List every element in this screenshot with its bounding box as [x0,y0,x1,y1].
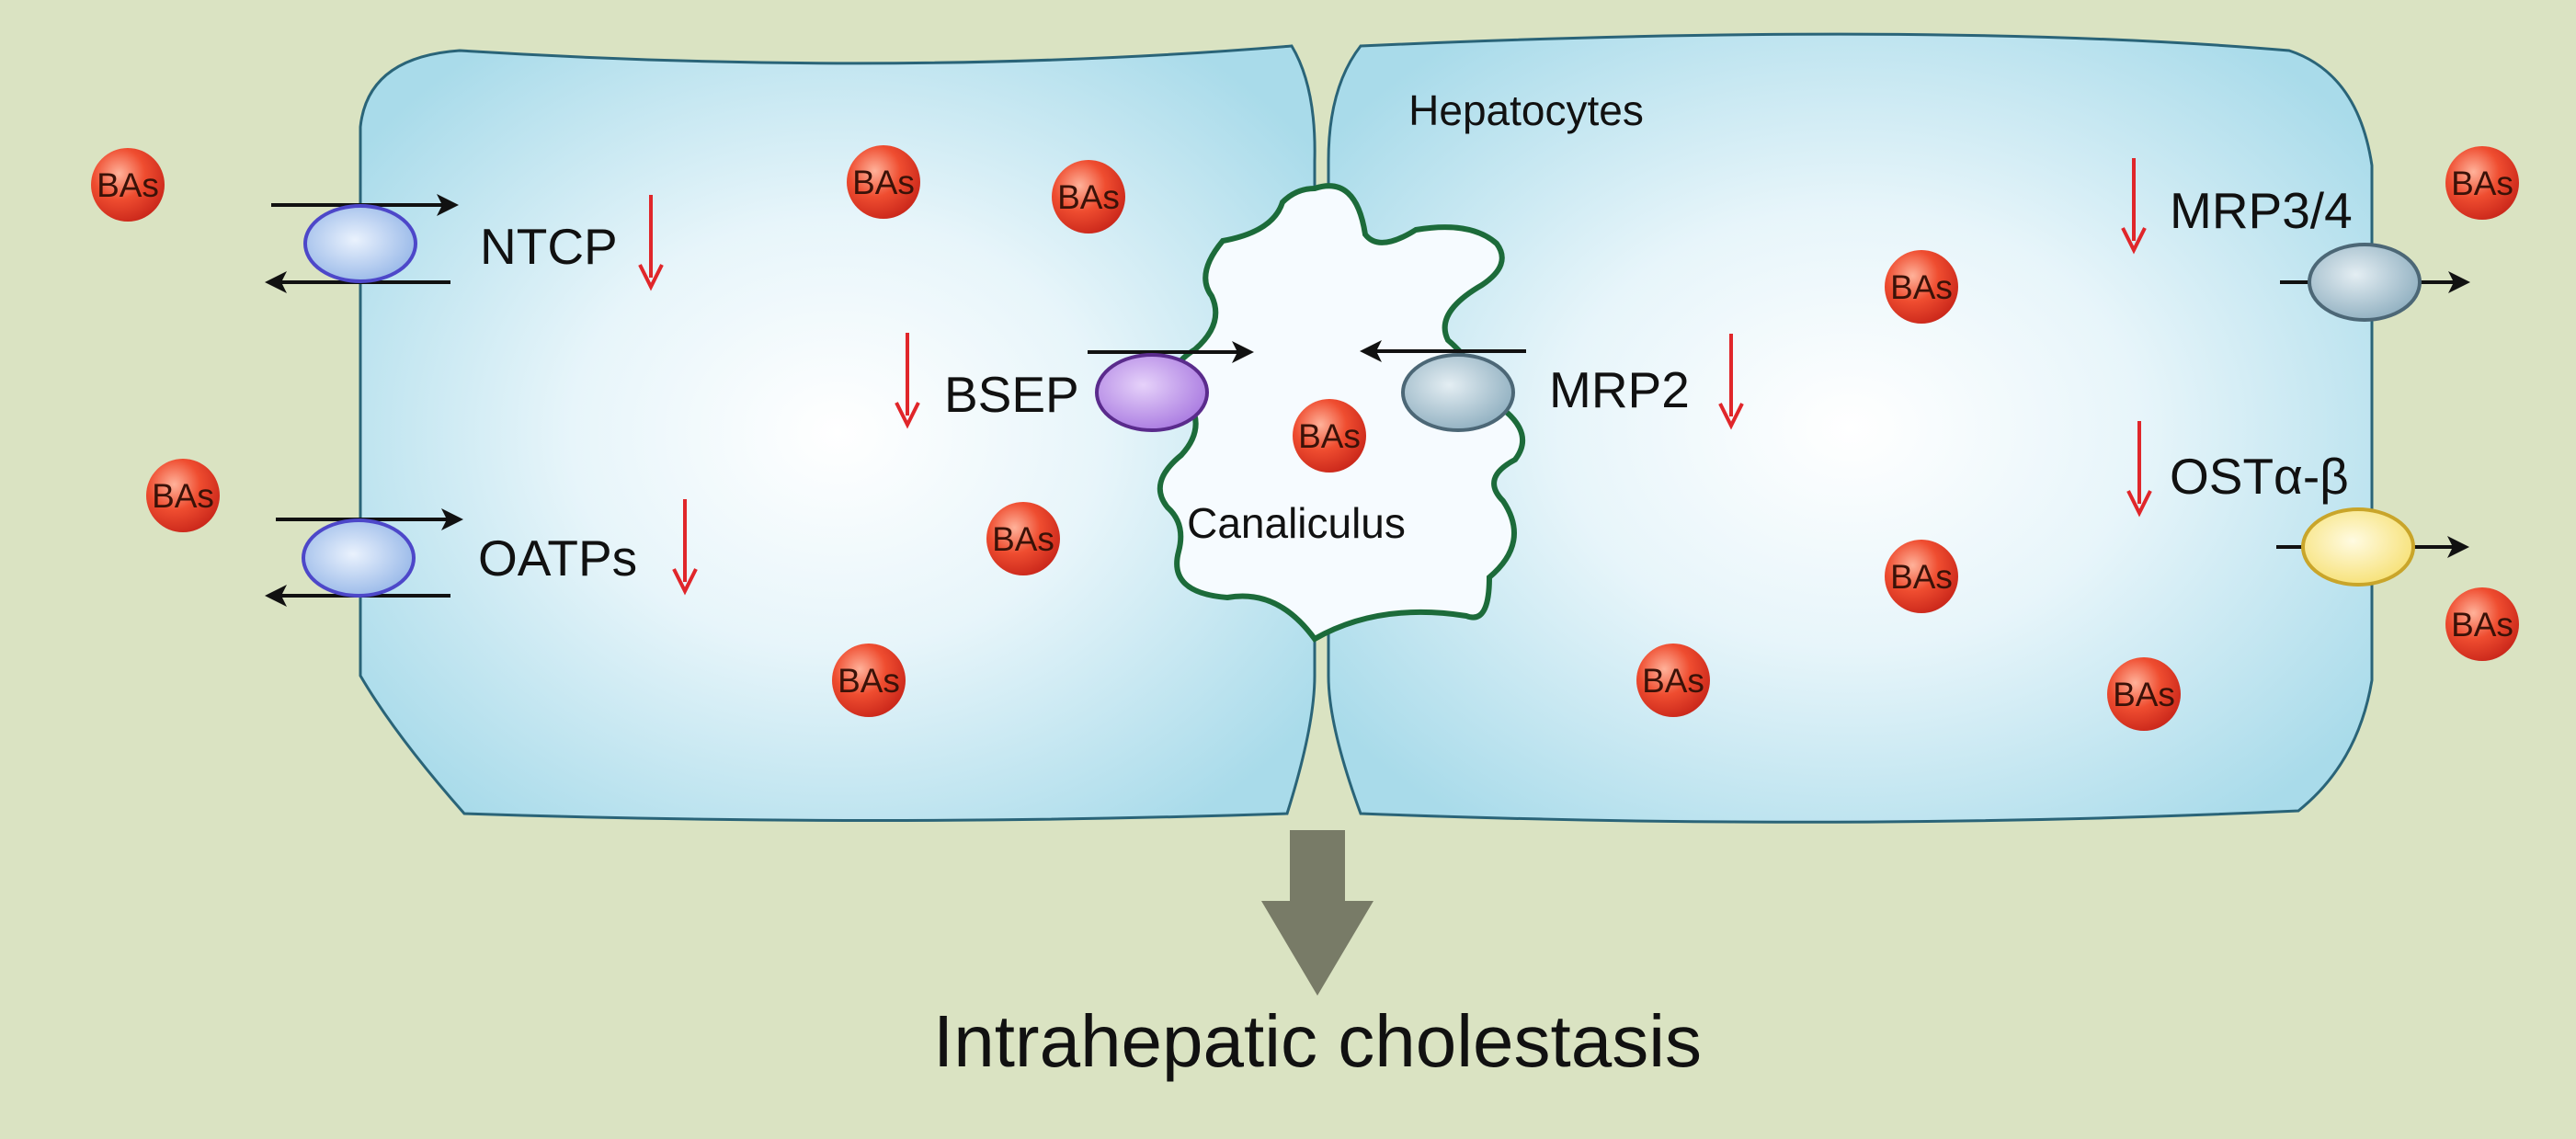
down-regulation-arrow-icon [2121,158,2147,255]
bsep-transporter [1088,341,1254,432]
svg-text:BAs: BAs [1890,558,1953,596]
svg-text:BAs: BAs [2451,606,2513,644]
canaliculus-label: Canaliculus [1187,499,1406,547]
outcome-arrow-icon [1261,830,1373,996]
svg-text:BAs: BAs [1057,178,1120,216]
svg-text:BAs: BAs [152,477,214,515]
bile-acid: BAs [1052,160,1125,233]
ntcp-transporter [265,194,459,293]
mrp34-transporter [2280,243,2470,322]
bile-acid: BAs [986,502,1060,575]
oatps-label: OATPs [478,530,637,587]
right-hepatocyte [1327,32,2374,824]
down-regulation-arrow-icon [1718,334,1744,430]
bile-acid: BAs [146,459,220,532]
mrp2-transporter [1360,340,1526,432]
down-regulation-arrow-icon [2126,421,2152,518]
bile-acid: BAs [1636,644,1710,717]
svg-text:BAs: BAs [1642,662,1704,700]
left-hepatocyte [359,44,1316,822]
svg-text:BAs: BAs [97,166,159,204]
bile-acid: BAs [832,644,906,717]
bile-acid: BAs [2445,146,2519,220]
svg-text:BAs: BAs [2113,676,2175,713]
bsep-label: BSEP [944,366,1079,423]
svg-text:BAs: BAs [852,164,915,201]
bile-acid: BAs [1293,399,1366,473]
bile-acid: BAs [91,148,165,222]
bile-acid: BAs [847,145,920,219]
svg-text:BAs: BAs [1890,268,1953,306]
down-regulation-arrow-icon [638,195,664,291]
ost-transporter [2276,507,2469,587]
svg-text:BAs: BAs [1298,417,1361,455]
svg-text:BAs: BAs [838,662,900,700]
bile-acid: BAs [2107,657,2181,731]
bile-acid: BAs [1885,540,1958,613]
mrp34-label: MRP3/4 [2170,182,2353,239]
ntcp-label: NTCP [480,218,618,275]
oatps-transporter [265,508,463,607]
mrp2-label: MRP2 [1549,361,1690,418]
svg-text:BAs: BAs [2451,165,2513,202]
down-regulation-arrow-icon [895,333,920,429]
bile-acid: BAs [2445,587,2519,661]
ost-label: OSTα-β [2170,448,2349,505]
conclusion-label: Intrahepatic cholestasis [933,1000,1702,1082]
svg-text:BAs: BAs [992,520,1054,558]
bile-acid: BAs [1885,250,1958,324]
hepatocytes-label: Hepatocytes [1408,86,1644,134]
down-regulation-arrow-icon [672,499,698,596]
